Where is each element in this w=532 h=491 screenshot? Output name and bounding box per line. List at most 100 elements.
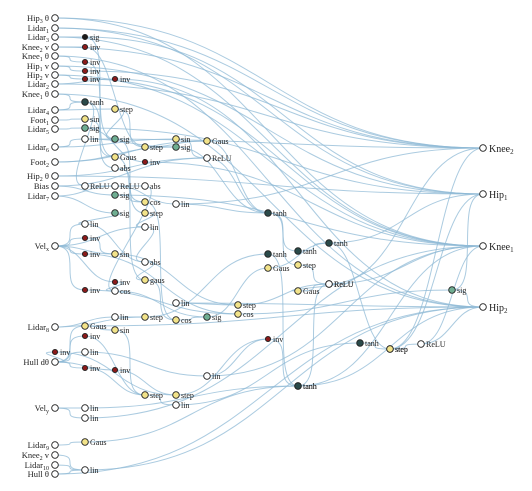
edge-i0-o2 bbox=[54, 17, 484, 247]
input-node-5: Hip1 v bbox=[27, 61, 59, 73]
input-node-marker bbox=[51, 143, 59, 151]
hidden-node-label: sig bbox=[457, 286, 466, 295]
hidden-node-marker bbox=[356, 339, 364, 347]
input-node-marker bbox=[51, 62, 59, 70]
input-node-marker bbox=[51, 158, 59, 166]
hidden-node-label: step bbox=[395, 345, 408, 354]
hidden-node-22: sig bbox=[111, 191, 129, 200]
input-node-marker bbox=[51, 106, 59, 114]
hidden-node-marker bbox=[386, 345, 394, 353]
hidden-node-label: gaus bbox=[150, 276, 165, 285]
hidden-node-marker bbox=[264, 335, 272, 343]
hidden-node-label: inv bbox=[90, 67, 100, 76]
input-node-label: Lidar4 bbox=[28, 105, 49, 117]
input-node-11: Lidar5 bbox=[28, 124, 59, 136]
hidden-node-20: ReLU bbox=[81, 182, 110, 191]
hidden-node-55: inv bbox=[111, 366, 130, 375]
edge-h70-o1 bbox=[389, 193, 484, 350]
hidden-node-label: sin bbox=[120, 250, 129, 259]
input-node-label: Lidar5 bbox=[28, 124, 49, 136]
hidden-node-label: lin bbox=[90, 414, 98, 423]
edge-h53-h54 bbox=[144, 394, 177, 406]
hidden-node-label: lin bbox=[90, 220, 98, 229]
edge-h13-h16 bbox=[175, 138, 208, 159]
input-node-22: Knee2 v bbox=[22, 450, 59, 462]
hidden-node-marker bbox=[172, 299, 180, 307]
edge-h43-h65 bbox=[206, 267, 269, 318]
hidden-node-marker bbox=[81, 67, 89, 75]
hidden-node-label: cos bbox=[120, 287, 131, 296]
hidden-node-6: tanh bbox=[81, 98, 104, 107]
hidden-node-label: inv bbox=[150, 158, 160, 167]
hidden-node-label: cos bbox=[243, 310, 254, 319]
edge-h8-h17 bbox=[84, 118, 116, 158]
input-node-label: Hull dθ bbox=[23, 357, 49, 367]
hidden-node-52: inv bbox=[81, 364, 100, 373]
edge-i14-o1 bbox=[54, 175, 484, 195]
hidden-node-label: Gaus bbox=[273, 264, 289, 273]
input-node-marker bbox=[51, 33, 59, 41]
hidden-node-marker bbox=[81, 135, 89, 143]
hidden-node-marker bbox=[234, 301, 242, 309]
input-node-17: Velx bbox=[35, 241, 59, 253]
hidden-node-marker bbox=[81, 286, 89, 294]
hidden-node-marker bbox=[81, 322, 89, 330]
edge-h29-h64 bbox=[267, 212, 299, 266]
hidden-node-label: ReLU bbox=[90, 182, 110, 191]
edge-h66-o1 bbox=[328, 193, 484, 244]
hidden-node-18: inv bbox=[141, 158, 160, 167]
edge-i8-o3 bbox=[54, 93, 484, 308]
hidden-node-label: sin bbox=[120, 326, 129, 335]
input-node-label: Hip3 θ bbox=[27, 13, 49, 25]
edge-h34-h35 bbox=[136, 261, 154, 281]
hidden-node-label: sin bbox=[181, 135, 190, 144]
output-node-0: Knee2 bbox=[479, 144, 514, 156]
edge-i11-h9 bbox=[54, 127, 86, 130]
input-node-3: Knee2 v bbox=[22, 42, 59, 54]
input-node-label: Foot2 bbox=[30, 157, 49, 169]
edge-h59-o2 bbox=[84, 245, 484, 419]
edge-h1-h12 bbox=[84, 46, 146, 148]
output-node-label: Knee2 bbox=[489, 144, 514, 156]
edge-i15-h16 bbox=[54, 157, 208, 187]
edge-h39-o3 bbox=[175, 302, 484, 308]
hidden-node-1: inv bbox=[81, 43, 100, 52]
hidden-node-marker bbox=[325, 280, 333, 288]
hidden-node-8: sin bbox=[81, 115, 99, 124]
hidden-node-marker bbox=[141, 276, 149, 284]
edge-h49-h53 bbox=[84, 335, 146, 396]
input-node-marker bbox=[51, 192, 59, 200]
hidden-node-marker bbox=[81, 220, 89, 228]
input-node-label: Lidar2 bbox=[28, 79, 49, 91]
edge-h54-h73 bbox=[175, 342, 361, 406]
edge-h21-h26 bbox=[114, 185, 177, 205]
hidden-node-label: inv bbox=[273, 335, 283, 344]
input-node-label: Knee2 v bbox=[22, 450, 50, 462]
edge-i20-h59 bbox=[54, 407, 86, 419]
hidden-node-label: ReLU bbox=[212, 154, 232, 163]
input-node-label: Hip2 θ bbox=[27, 171, 49, 183]
hidden-node-label: tanh bbox=[273, 209, 287, 218]
input-node-marker bbox=[51, 404, 59, 412]
hidden-node-marker bbox=[141, 143, 149, 151]
hidden-node-label: inv bbox=[90, 234, 100, 243]
input-node-0: Hip3 θ bbox=[27, 13, 59, 25]
hidden-node-label: Gaus bbox=[90, 438, 106, 447]
hidden-node-marker bbox=[141, 313, 149, 321]
hidden-node-54: lin bbox=[172, 401, 189, 410]
edge-h62-h76 bbox=[267, 338, 299, 387]
hidden-node-42: cos bbox=[172, 316, 192, 325]
edge-h16-h29 bbox=[206, 157, 269, 214]
input-node-4: Knee1 θ bbox=[22, 51, 59, 63]
edge-i21-h60 bbox=[54, 441, 86, 446]
input-node-label: Foot1 bbox=[30, 115, 49, 127]
hidden-node-label: inv bbox=[90, 250, 100, 259]
input-node-24: Hull θ bbox=[28, 469, 59, 479]
edge-i0-o0 bbox=[54, 17, 484, 149]
hidden-node-29: tanh bbox=[264, 209, 287, 218]
input-node-marker bbox=[51, 441, 59, 449]
hidden-node-label: abs bbox=[150, 182, 161, 191]
hidden-node-marker bbox=[81, 43, 89, 51]
edge-h14-h29 bbox=[175, 146, 269, 214]
hidden-node-61: lin bbox=[81, 466, 98, 475]
